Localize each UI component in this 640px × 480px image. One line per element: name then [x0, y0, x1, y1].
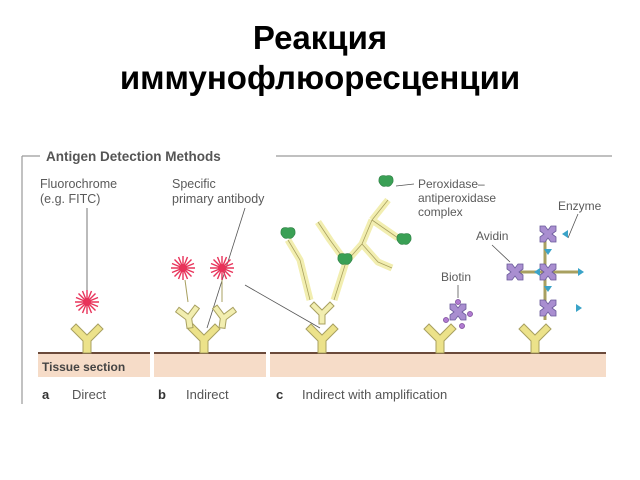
primary-leader-c — [244, 284, 321, 329]
pap-label-line3: complex — [418, 205, 463, 219]
panel-letter-b: b — [158, 387, 166, 402]
panel-label-b: Indirect — [186, 387, 229, 402]
panel-a-direct — [70, 289, 104, 354]
secondary-antibody-c1 — [309, 301, 335, 325]
panel-c-biotin — [423, 299, 473, 354]
avidin-label: Avidin — [476, 229, 508, 243]
biotin-label: Biotin — [441, 270, 471, 284]
enzyme-marker-5 — [576, 304, 582, 312]
fitc-label: (e.g. FITC) — [40, 192, 100, 206]
primary-antibody-b — [187, 323, 221, 354]
panel-label-c: Indirect with amplification — [302, 387, 447, 402]
panel-c-abc — [506, 225, 584, 354]
primary-antibody-a — [70, 323, 104, 354]
peroxidase-4 — [396, 233, 412, 245]
pap-label-line2: antiperoxidase — [418, 191, 496, 205]
peroxidase-2 — [337, 253, 353, 265]
primary-antibody-c3 — [518, 323, 552, 354]
tissue-section-label: Tissue section — [42, 360, 125, 374]
avidin-leader — [491, 244, 511, 263]
primary-antibody-c2 — [423, 323, 457, 354]
enzyme-label: Enzyme — [558, 199, 602, 213]
enzyme-marker-1 — [534, 268, 540, 276]
peroxidase-1 — [280, 227, 296, 239]
fluorochrome-burst-b-right — [209, 255, 235, 281]
peroxidase-3 — [378, 175, 394, 187]
enzyme-marker-6 — [544, 286, 552, 292]
pap-arms — [284, 197, 400, 302]
panel-letter-a: a — [42, 387, 50, 402]
slide-title: Реакция иммунофлюоресценции — [0, 18, 640, 98]
secondary-antibody-b-left — [174, 304, 203, 331]
figure-heading: Antigen Detection Methods — [46, 149, 221, 164]
biotin-dot-4 — [459, 323, 465, 329]
burst-link-b-left — [184, 279, 189, 303]
specific-label: Specific — [172, 177, 216, 191]
panel-letter-c: c — [276, 387, 283, 402]
enzyme-leader — [567, 213, 579, 239]
primary-antibody-c1 — [305, 323, 339, 354]
biotin-dot-1 — [455, 299, 461, 305]
fluorochrome-burst-a — [74, 289, 100, 315]
biotin-dot-3 — [443, 317, 449, 323]
primary-antibody-label: primary antibody — [172, 192, 265, 206]
avidin-4 — [539, 299, 557, 317]
panel-b-indirect — [170, 255, 238, 354]
panel-label-a: Direct — [72, 387, 106, 402]
fluorochrome-burst-b-left — [170, 255, 196, 281]
enzyme-marker-3 — [578, 268, 584, 276]
enzyme-marker-4 — [544, 249, 552, 255]
fluorochrome-label: Fluorochrome — [40, 177, 117, 191]
avidin-biotin-1 — [449, 303, 467, 321]
tissue-section-c — [270, 353, 606, 377]
tissue-section-b — [154, 353, 266, 377]
slide-title-line2: иммунофлюоресценции — [119, 59, 521, 96]
enzyme-marker-2 — [562, 230, 568, 238]
slide-title-line1: Реакция — [252, 19, 388, 56]
pap-leader — [395, 183, 415, 187]
biotin-dot-2 — [467, 311, 473, 317]
tissue-section-a — [38, 353, 150, 377]
avidin-1 — [539, 225, 557, 243]
pap-label-line1: Peroxidase– — [418, 177, 485, 191]
panel-c-pap — [280, 175, 412, 354]
